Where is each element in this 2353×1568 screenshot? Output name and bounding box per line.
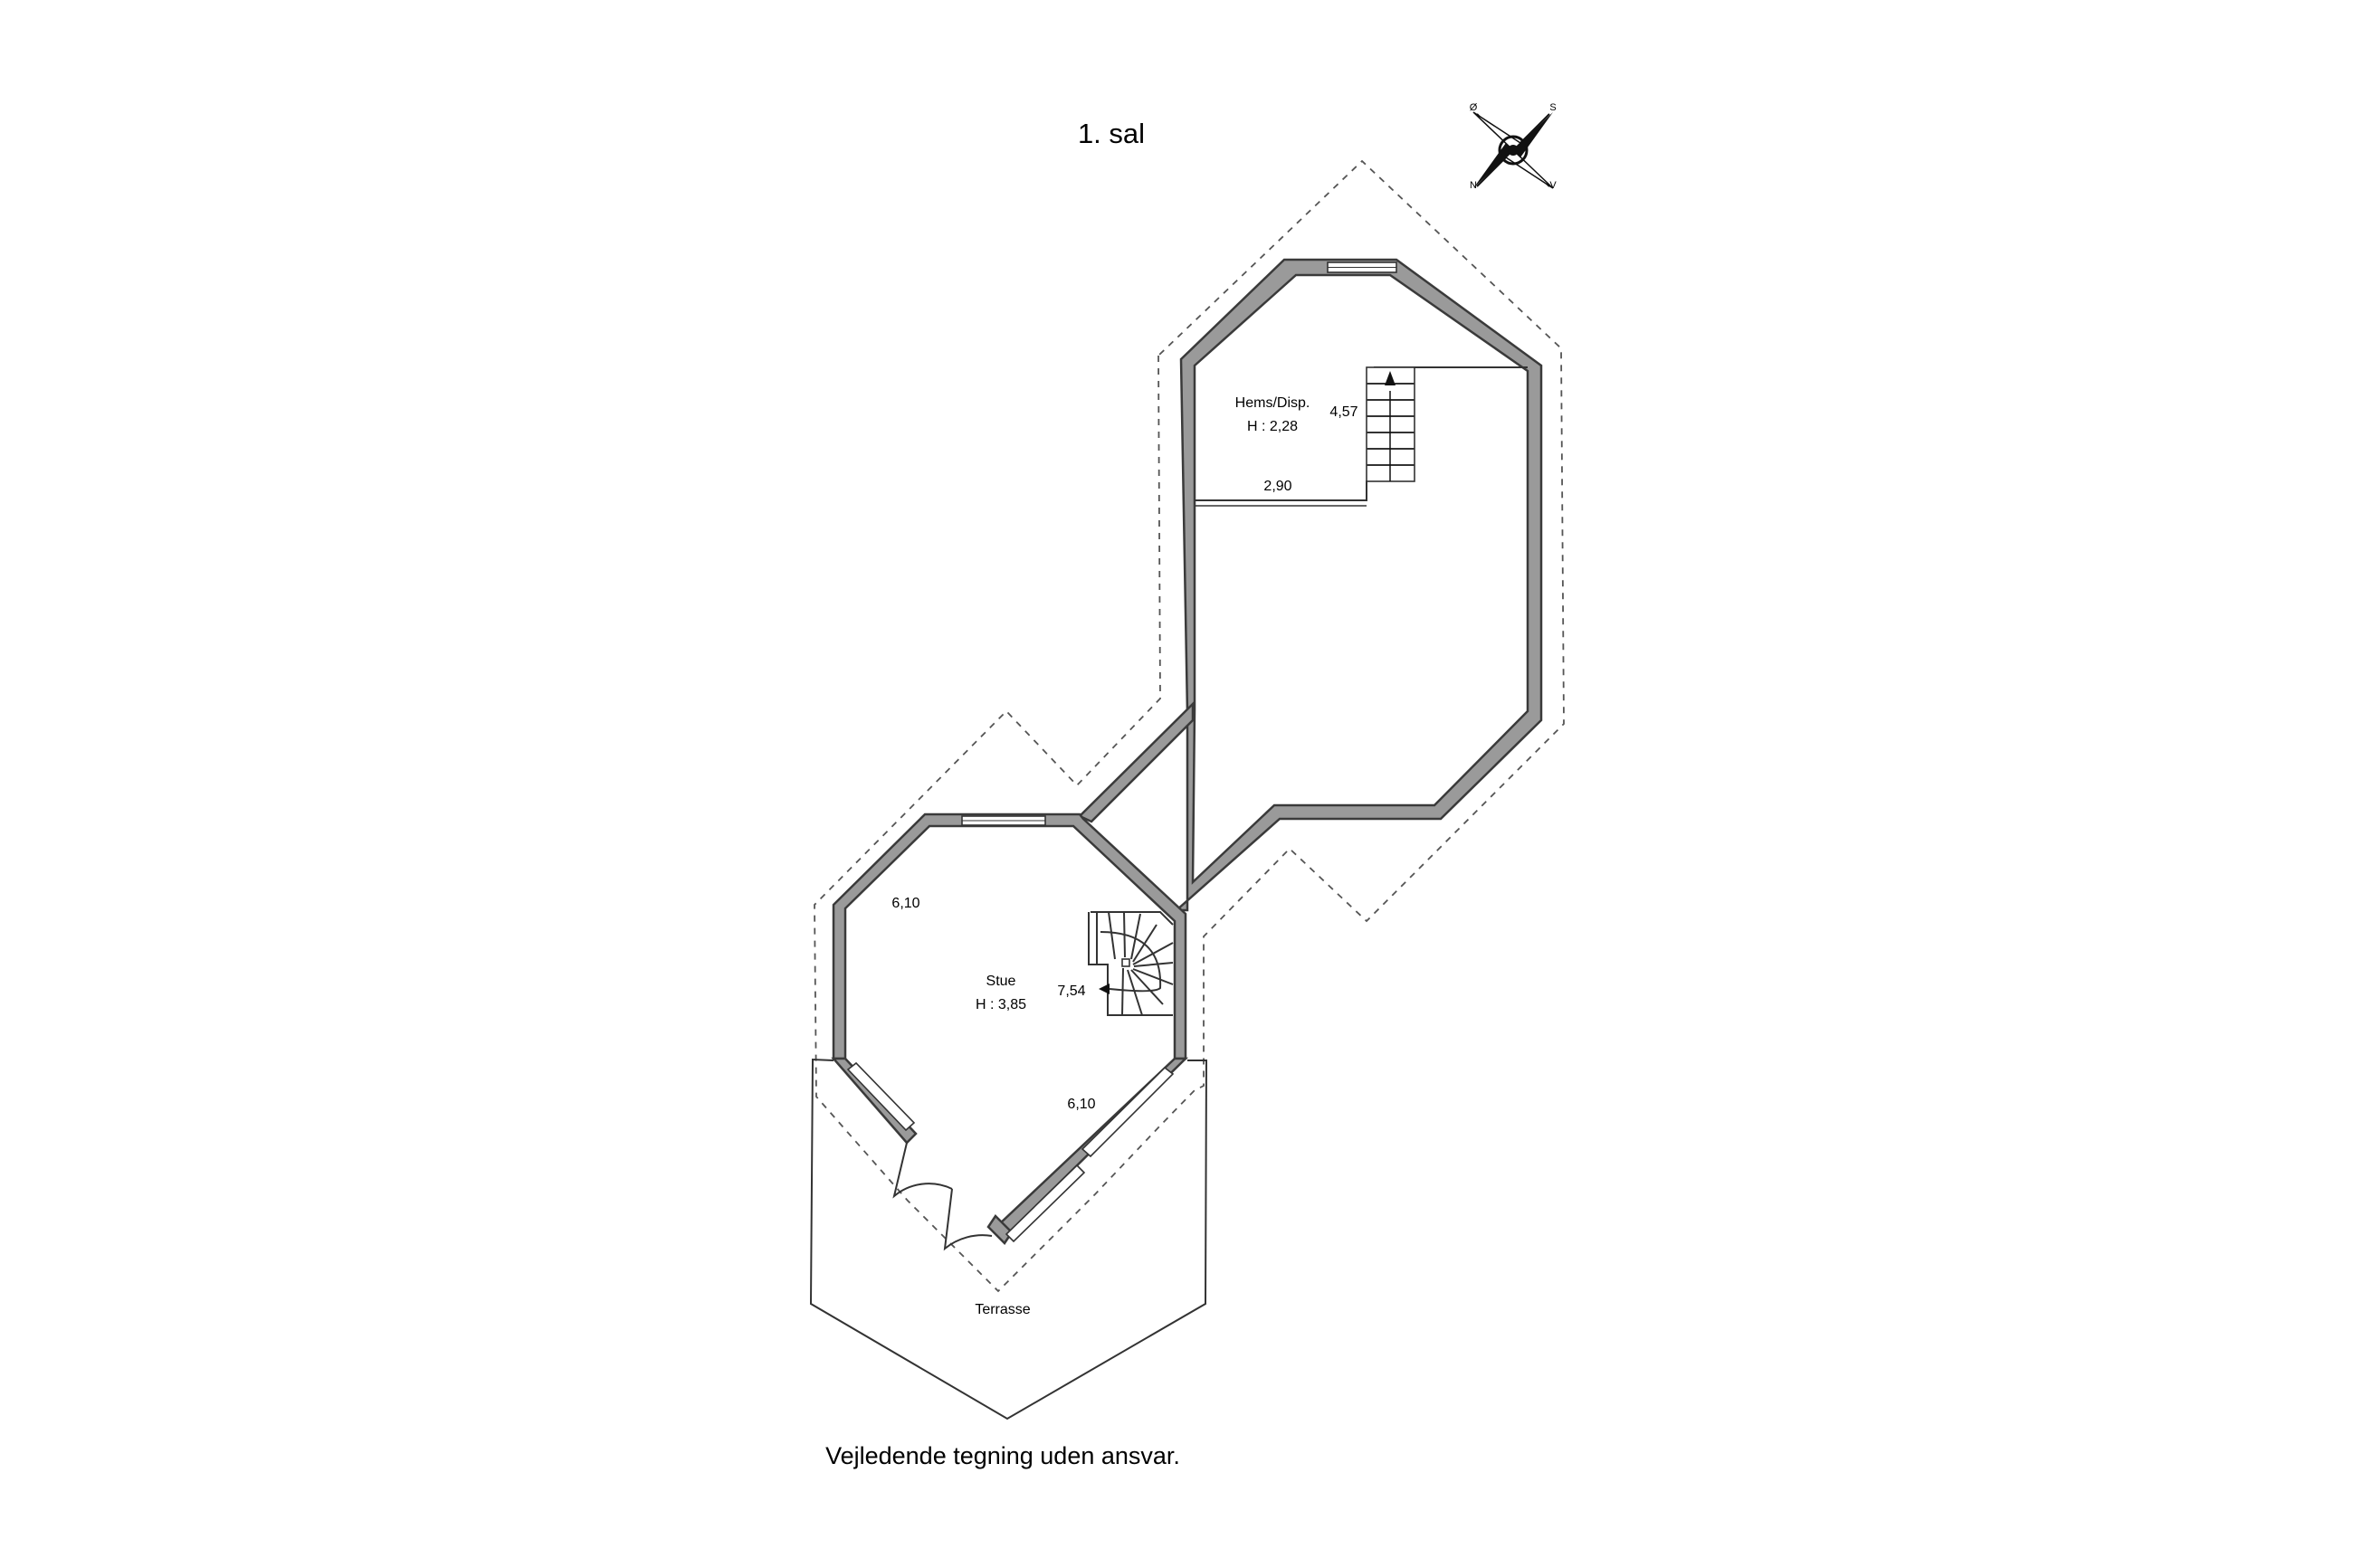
dimension-stue-stair: 7,54 xyxy=(1057,984,1085,999)
stair-down-arrow-icon xyxy=(1099,984,1110,994)
terrasse-name: Terrasse xyxy=(975,1302,1030,1317)
dimension-hems-depth: 4,57 xyxy=(1329,404,1358,420)
hems-front-edge xyxy=(1195,480,1367,501)
hems-stair xyxy=(1366,366,1415,482)
dimension-hems-width: 2,90 xyxy=(1263,479,1291,494)
roof-eave-outline xyxy=(814,159,1565,1293)
disclaimer: Vejledende tegning uden ansvar. xyxy=(825,1442,1180,1469)
terrace-outline xyxy=(809,1058,1208,1421)
stue-room-height: H : 3,85 xyxy=(976,997,1026,1012)
dimension-stue-lower: 6,10 xyxy=(1067,1097,1095,1112)
hems-room-height: H : 2,28 xyxy=(1247,419,1298,434)
hems-room-name: Hems/Disp. xyxy=(1235,395,1310,411)
connector-walls xyxy=(1077,700,1195,823)
compass-south-label: S xyxy=(1549,102,1556,113)
compass-north-label: N xyxy=(1470,180,1477,191)
stue-room-name: Stue xyxy=(986,974,1016,989)
compass-east-label: Ø xyxy=(1470,102,1478,113)
dimension-stue-left: 6,10 xyxy=(891,896,919,911)
stue-glass-right-lower xyxy=(1005,1164,1086,1243)
stue-glass-left xyxy=(846,1061,916,1132)
stair-up-arrow-icon xyxy=(1385,371,1396,385)
stue-glass-right xyxy=(1081,1066,1175,1158)
compass-rose-icon: Ø S N V xyxy=(1470,102,1558,191)
stue-front-walls xyxy=(831,1057,1189,1237)
hems-walls xyxy=(1173,258,1543,912)
terrace-door xyxy=(892,1142,993,1251)
floor-title: 1. sal xyxy=(1078,118,1145,149)
stue-corner xyxy=(986,1214,1014,1245)
compass-west-label: V xyxy=(1549,180,1557,191)
stue-stair xyxy=(1088,911,1174,1016)
